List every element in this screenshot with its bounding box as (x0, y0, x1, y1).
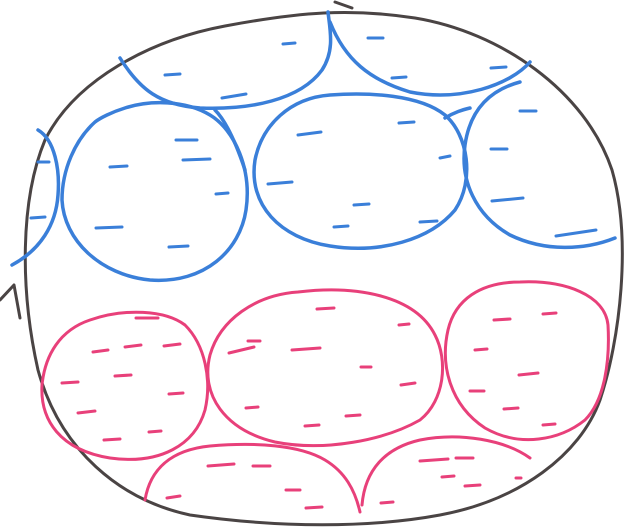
pink-minus-mark-20 (346, 415, 360, 416)
blue-minus-mark-8 (31, 217, 45, 218)
pink-minus-marks (62, 308, 556, 508)
blue-minus-mark-19 (354, 204, 369, 205)
pink-minus-mark-3 (125, 345, 141, 347)
pink-minus-mark-17 (401, 383, 415, 385)
blue-minus-mark-11 (110, 166, 127, 167)
blue-minus-mark-14 (169, 246, 188, 247)
pink-minus-mark-30 (167, 496, 180, 498)
pink-minus-mark-5 (62, 382, 78, 383)
pink-minus-mark-15 (399, 324, 409, 325)
blue-cell-bridge-right (445, 108, 470, 118)
pink-minus-mark-21 (494, 319, 510, 320)
pink-minus-mark-19 (305, 425, 319, 426)
pink-minus-mark-14 (292, 348, 320, 350)
pink-minus-mark-7 (78, 411, 95, 413)
outline-tail-left (0, 285, 20, 318)
blue-minus-mark-15 (298, 132, 321, 135)
blue-cell-top-right (330, 22, 530, 95)
blue-minus-marks (31, 38, 596, 247)
blue-minus-mark-21 (420, 221, 437, 222)
blue-minus-mark-1 (283, 43, 295, 44)
blue-cell-group (12, 12, 615, 280)
blue-minus-mark-16 (399, 122, 414, 123)
pink-cell-bottom-left (145, 444, 360, 512)
pink-cell-right (445, 282, 608, 440)
outline-tail-top (335, 2, 352, 8)
blue-cell-right (464, 82, 615, 247)
blue-minus-mark-20 (334, 226, 348, 227)
pink-minus-mark-26 (504, 408, 518, 409)
blue-minus-mark-5 (165, 74, 180, 75)
pink-minus-mark-36 (465, 485, 480, 486)
pink-minus-mark-12 (229, 347, 254, 353)
pink-minus-mark-18 (246, 407, 258, 408)
pink-minus-mark-23 (475, 349, 487, 350)
pink-minus-mark-2 (93, 350, 108, 352)
blue-minus-mark-18 (268, 182, 292, 184)
pink-minus-mark-6 (115, 375, 131, 376)
pink-minus-mark-4 (164, 344, 180, 346)
blue-cell-center (254, 94, 467, 248)
blue-cell-bridge-left (215, 110, 245, 170)
pink-minus-mark-37 (381, 502, 393, 503)
pink-cell-group (42, 282, 609, 512)
blue-minus-mark-6 (222, 94, 246, 98)
outer-boundary (25, 12, 622, 524)
blue-cell-left-edge (12, 130, 58, 265)
pink-minus-mark-28 (208, 464, 234, 466)
pink-minus-mark-32 (306, 507, 322, 508)
blue-minus-mark-10 (183, 159, 210, 160)
pink-cell-center (208, 290, 443, 446)
blue-minus-mark-24 (492, 198, 523, 201)
pink-minus-mark-24 (519, 373, 538, 375)
pink-minus-mark-35 (442, 476, 454, 477)
pink-minus-mark-9 (104, 439, 120, 440)
blue-minus-mark-12 (216, 193, 228, 194)
pink-minus-mark-27 (543, 424, 555, 425)
blue-minus-mark-17 (440, 156, 450, 158)
blue-minus-mark-25 (556, 230, 596, 236)
pink-cell-left (42, 312, 208, 459)
pink-minus-mark-10 (149, 431, 161, 432)
blue-minus-mark-4 (491, 67, 506, 68)
pink-minus-mark-8 (169, 393, 183, 394)
pink-minus-mark-22 (543, 313, 556, 314)
blue-minus-mark-3 (392, 77, 406, 78)
blue-cell-middle-left (62, 103, 247, 281)
pink-minus-mark-33 (420, 459, 448, 461)
pink-minus-mark-13 (317, 308, 334, 309)
blue-minus-mark-13 (96, 227, 122, 228)
